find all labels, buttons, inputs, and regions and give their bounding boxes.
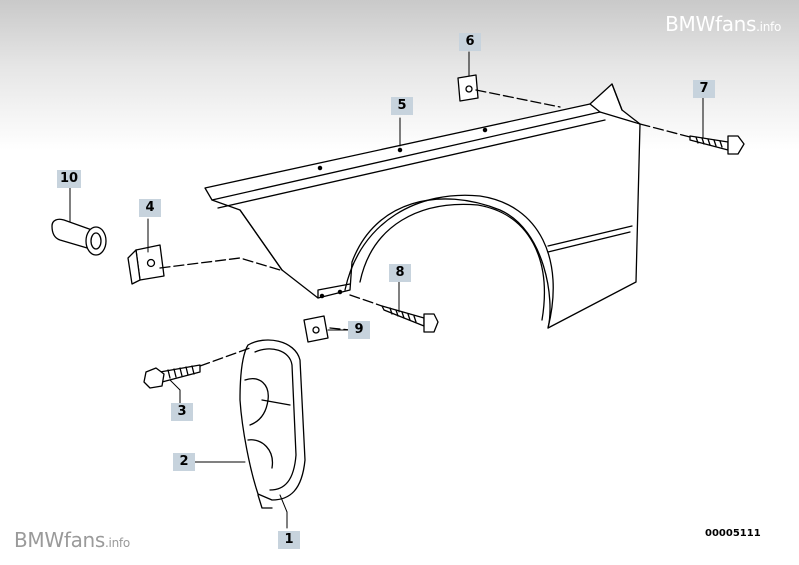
fender-part	[204, 83, 641, 329]
clip-nut-6-part	[457, 74, 479, 102]
callout-5: 5	[391, 97, 413, 115]
watermark-top: BMWfans.info	[665, 12, 781, 36]
callout-7: 7	[693, 80, 715, 98]
watermark-bottom: BMWfans.info	[14, 528, 130, 552]
callout-1: 1	[278, 531, 300, 549]
diagram-number: 00005111	[705, 528, 761, 539]
callout-10: 10	[57, 170, 82, 188]
callout-2: 2	[173, 453, 195, 471]
callout-4: 4	[139, 199, 161, 217]
leader-lines	[69, 51, 704, 529]
callout-8: 8	[389, 264, 411, 282]
screw-8-part	[381, 305, 439, 333]
callout-6: 6	[459, 33, 481, 51]
assembly-lines	[159, 89, 691, 367]
screw-3-part	[143, 364, 201, 389]
callout-3: 3	[171, 403, 193, 421]
callout-9: 9	[348, 321, 370, 339]
clip-nut-4-part	[127, 244, 165, 285]
clip-nut-9-part	[303, 315, 329, 343]
wheel-arch-liner-part	[239, 339, 306, 509]
plug-10-part	[51, 218, 107, 256]
screw-7-part	[689, 135, 745, 155]
